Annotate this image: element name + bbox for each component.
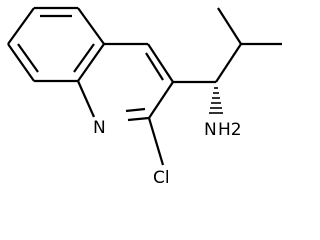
- chlorine-label: Cl: [153, 168, 170, 188]
- bond-inner-c8a-c4a: [73, 43, 95, 73]
- bond-c4a-c5: [77, 7, 105, 45]
- bond-c8a-c4a: [77, 43, 105, 82]
- hashed-wedge-bond: [209, 87, 223, 114]
- bond-chiral-c-ch: [215, 43, 242, 83]
- ring-nitrogen-label: N: [93, 118, 106, 138]
- amine-nitrogen-label: N: [204, 120, 217, 140]
- bond-c3-c2: [148, 81, 174, 119]
- amine-h2-label: H2: [218, 120, 242, 140]
- pyridine-ring: [76, 42, 174, 122]
- molecule-diagram: N Cl N H2: [7, 6, 282, 188]
- bond-inner-c2-n1: [125, 107, 146, 113]
- bond-inner-c7-c8: [17, 43, 39, 73]
- bond-c4-c3: [147, 43, 174, 83]
- bond-c6-c7: [7, 7, 35, 45]
- bond-c7-c8: [7, 43, 35, 82]
- bond-c2-cl: [147, 117, 165, 166]
- benzene-ring: [7, 6, 105, 83]
- bond-c2-n1: [127, 116, 150, 122]
- bond-ch-methyl-top: [217, 7, 242, 45]
- bond-inner-c4-c3: [145, 52, 164, 81]
- bond-n1-c8a: [76, 80, 96, 118]
